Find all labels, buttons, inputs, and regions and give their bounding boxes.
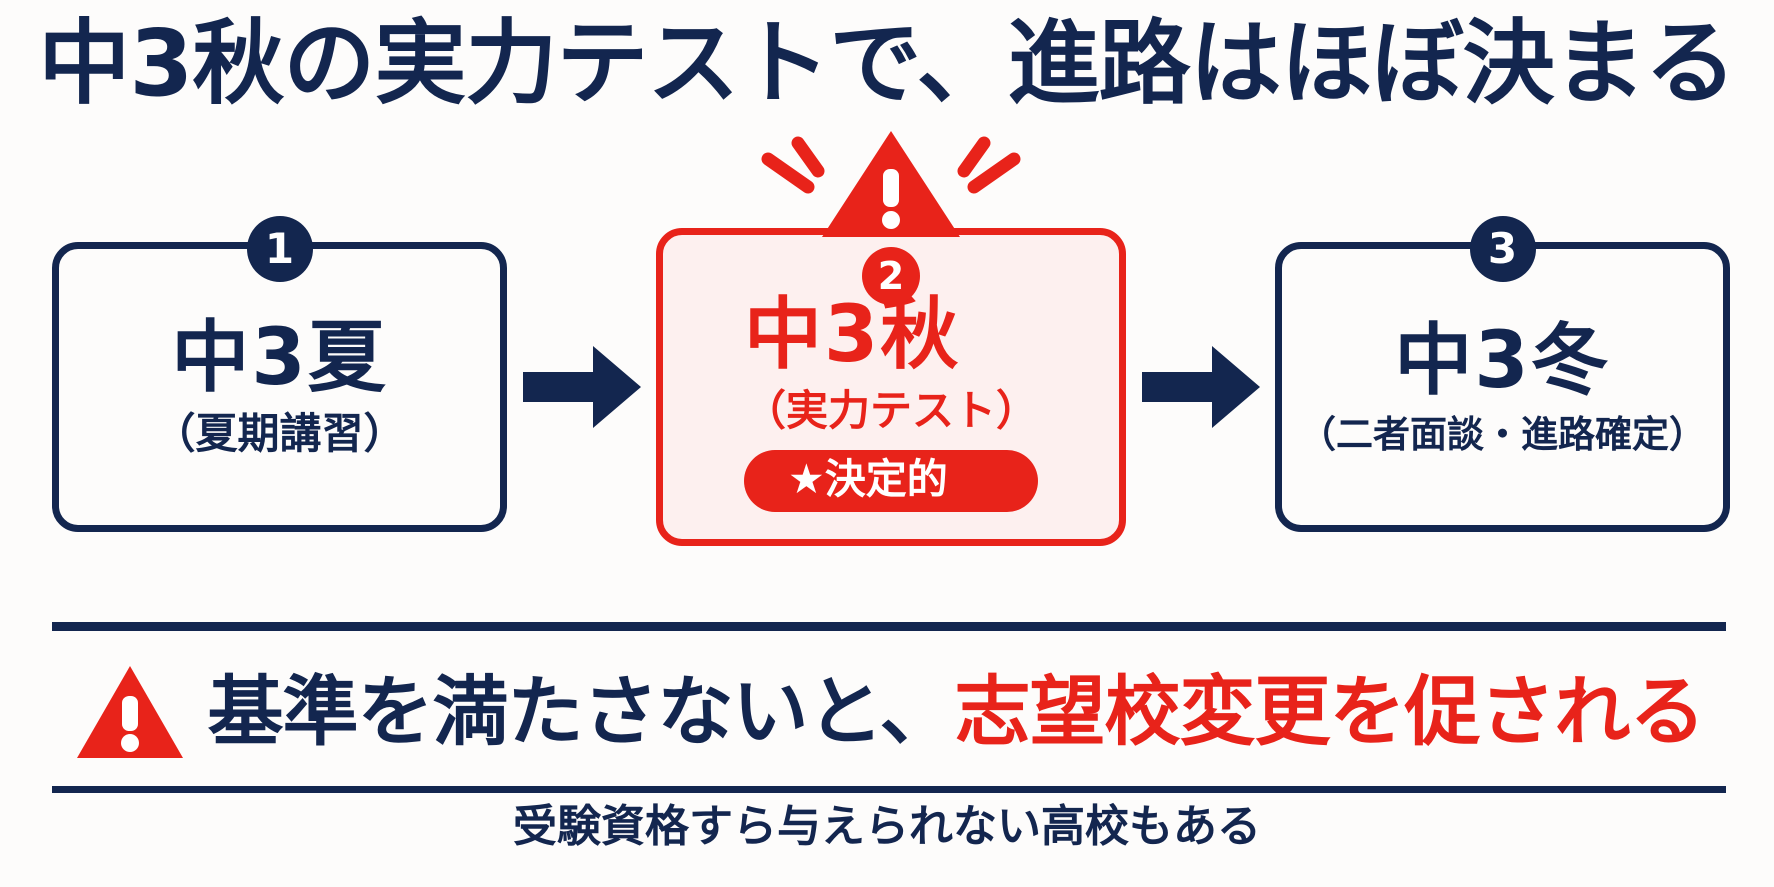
step-subtitle-1: （夏期講習） xyxy=(153,409,406,458)
footer-caption: 受験資格すら与えられない高校もある xyxy=(513,801,1261,852)
arrow-right-icon xyxy=(522,344,641,430)
warning-banner: 基準を満たさないと、志望校変更を促される xyxy=(52,648,1726,776)
step-title-2: 中3秋 xyxy=(743,290,961,380)
step-title-3: 中3冬 xyxy=(1394,315,1611,406)
warning-text-highlight: 志望校変更を促される xyxy=(954,667,1705,756)
step-subtitle-2: （実力テスト） xyxy=(743,386,1038,435)
page-title: 中3秋の実力テストで、進路はほぼ決まる xyxy=(38,10,1736,117)
divider-top xyxy=(52,622,1726,631)
arrow-right-icon xyxy=(1141,344,1260,430)
step-badge-3: 3 xyxy=(1469,216,1536,282)
step-badge-1: 1 xyxy=(246,216,313,282)
flow-diagram: 1 中3夏 （夏期講習） xyxy=(52,131,1730,546)
step-title-1: 中3夏 xyxy=(171,313,388,403)
warning-triangle-icon xyxy=(746,125,1036,243)
decisive-badge: ★決定的 xyxy=(743,450,1038,512)
step-subtitle-3: （二者面談・進路確定） xyxy=(1299,412,1706,456)
warning-triangle-icon xyxy=(74,663,186,761)
warning-text: 基準を満たさないと、志望校変更を促される xyxy=(208,674,1706,750)
step-2-content: 中3秋 （実力テスト） ★決定的 xyxy=(743,262,1038,512)
flow-step-3: 3 中3冬 （二者面談・進路確定） xyxy=(1275,216,1730,532)
flow-step-2: 2 中3秋 （実力テスト） ★決定的 xyxy=(656,131,1126,546)
step-badge-2: 2 xyxy=(862,247,920,305)
flow-step-1: 1 中3夏 （夏期講習） xyxy=(52,216,507,532)
warning-text-normal: 基準を満たさないと、 xyxy=(207,667,956,756)
divider-bottom xyxy=(52,786,1726,793)
